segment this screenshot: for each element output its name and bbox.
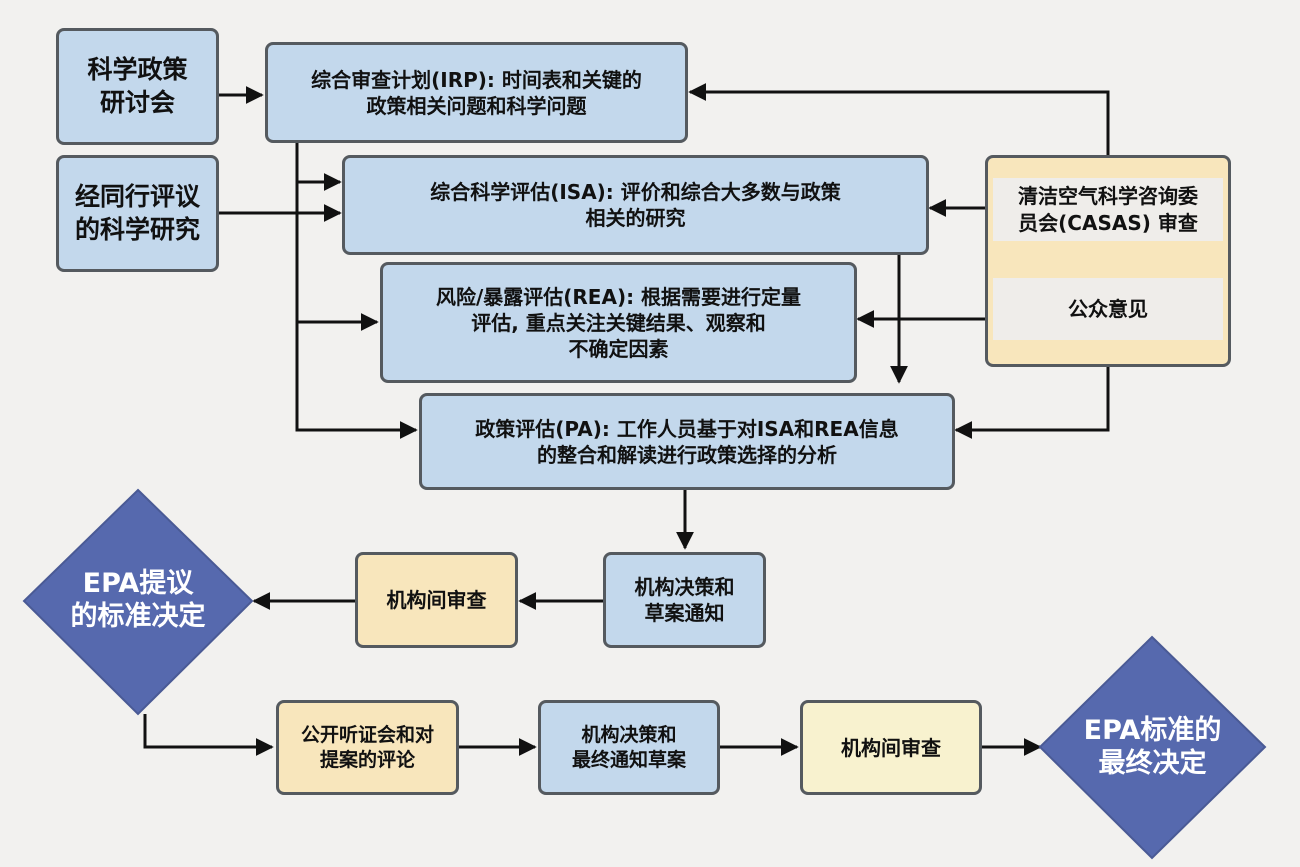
interagency-review-1-label: 机构间审查	[386, 588, 487, 612]
casas-review-label: 清洁空气科学咨询委 员会(CASAS) 审查	[1018, 183, 1198, 235]
agency-decision-final-box[interactable]: 机构决策和 最终通知草案	[538, 700, 720, 795]
interagency-review-2-box[interactable]: 机构间审查	[800, 700, 982, 795]
pa-label: 政策评估(PA): 工作人员基于对ISA和REA信息 的整合和解读进行政策选择的…	[475, 416, 899, 467]
rea-label: 风险/暴露评估(REA): 根据需要进行定量 评估, 重点关注关键结果、观察和 …	[435, 284, 802, 361]
irp-label: 综合审查计划(IRP): 时间表和关键的 政策相关问题和科学问题	[311, 67, 642, 118]
interagency-review-2-label: 机构间审查	[841, 735, 941, 760]
public-hearing-label: 公开听证会和对 提案的评论	[300, 723, 434, 771]
pa-box[interactable]: 政策评估(PA): 工作人员基于对ISA和REA信息 的整合和解读进行政策选择的…	[419, 393, 955, 490]
epa-proposed-decision-diamond[interactable]	[22, 488, 254, 716]
agency-decision-final-label: 机构决策和 最终通知草案	[571, 723, 686, 771]
interagency-review-1-box[interactable]: 机构间审查	[355, 552, 518, 648]
peer-reviewed-research-box[interactable]: 经同行评议 的科学研究	[56, 155, 219, 272]
arrow-casas-to-irp	[688, 83, 1110, 156]
irp-box[interactable]: 综合审查计划(IRP): 时间表和关键的 政策相关问题和科学问题	[265, 42, 688, 143]
agency-decision-draft-label: 机构决策和 草案通知	[634, 575, 735, 625]
peer-reviewed-research-label: 经同行评议 的科学研究	[74, 182, 200, 244]
science-policy-workshop-label: 科学政策 研讨会	[87, 55, 188, 117]
public-hearing-box[interactable]: 公开听证会和对 提案的评论	[276, 700, 459, 795]
epa-final-decision-label: EPA标准的 最终决定	[1083, 715, 1222, 779]
arrow-casas-to-pa	[954, 366, 1110, 439]
casas-review-panel[interactable]: 清洁空气科学咨询委 员会(CASAS) 审查	[993, 178, 1223, 241]
irp-trunk-line	[295, 142, 418, 439]
science-policy-workshop-box[interactable]: 科学政策 研讨会	[56, 28, 219, 145]
public-comment-label: 公众意见	[1068, 296, 1148, 321]
isa-box[interactable]: 综合科学评估(ISA): 评价和综合大多数与政策 相关的研究	[342, 155, 929, 255]
public-comment-panel[interactable]: 公众意见	[993, 278, 1223, 340]
agency-decision-draft-box[interactable]: 机构决策和 草案通知	[603, 552, 766, 648]
epa-final-decision-diamond[interactable]	[1038, 635, 1267, 860]
epa-proposed-decision-label: EPA提议 的标准决定	[70, 568, 206, 632]
arrow-proposed-to-hearing	[143, 714, 274, 756]
isa-label: 综合科学评估(ISA): 评价和综合大多数与政策 相关的研究	[430, 180, 841, 230]
rea-box[interactable]: 风险/暴露评估(REA): 根据需要进行定量 评估, 重点关注关键结果、观察和 …	[380, 262, 857, 383]
